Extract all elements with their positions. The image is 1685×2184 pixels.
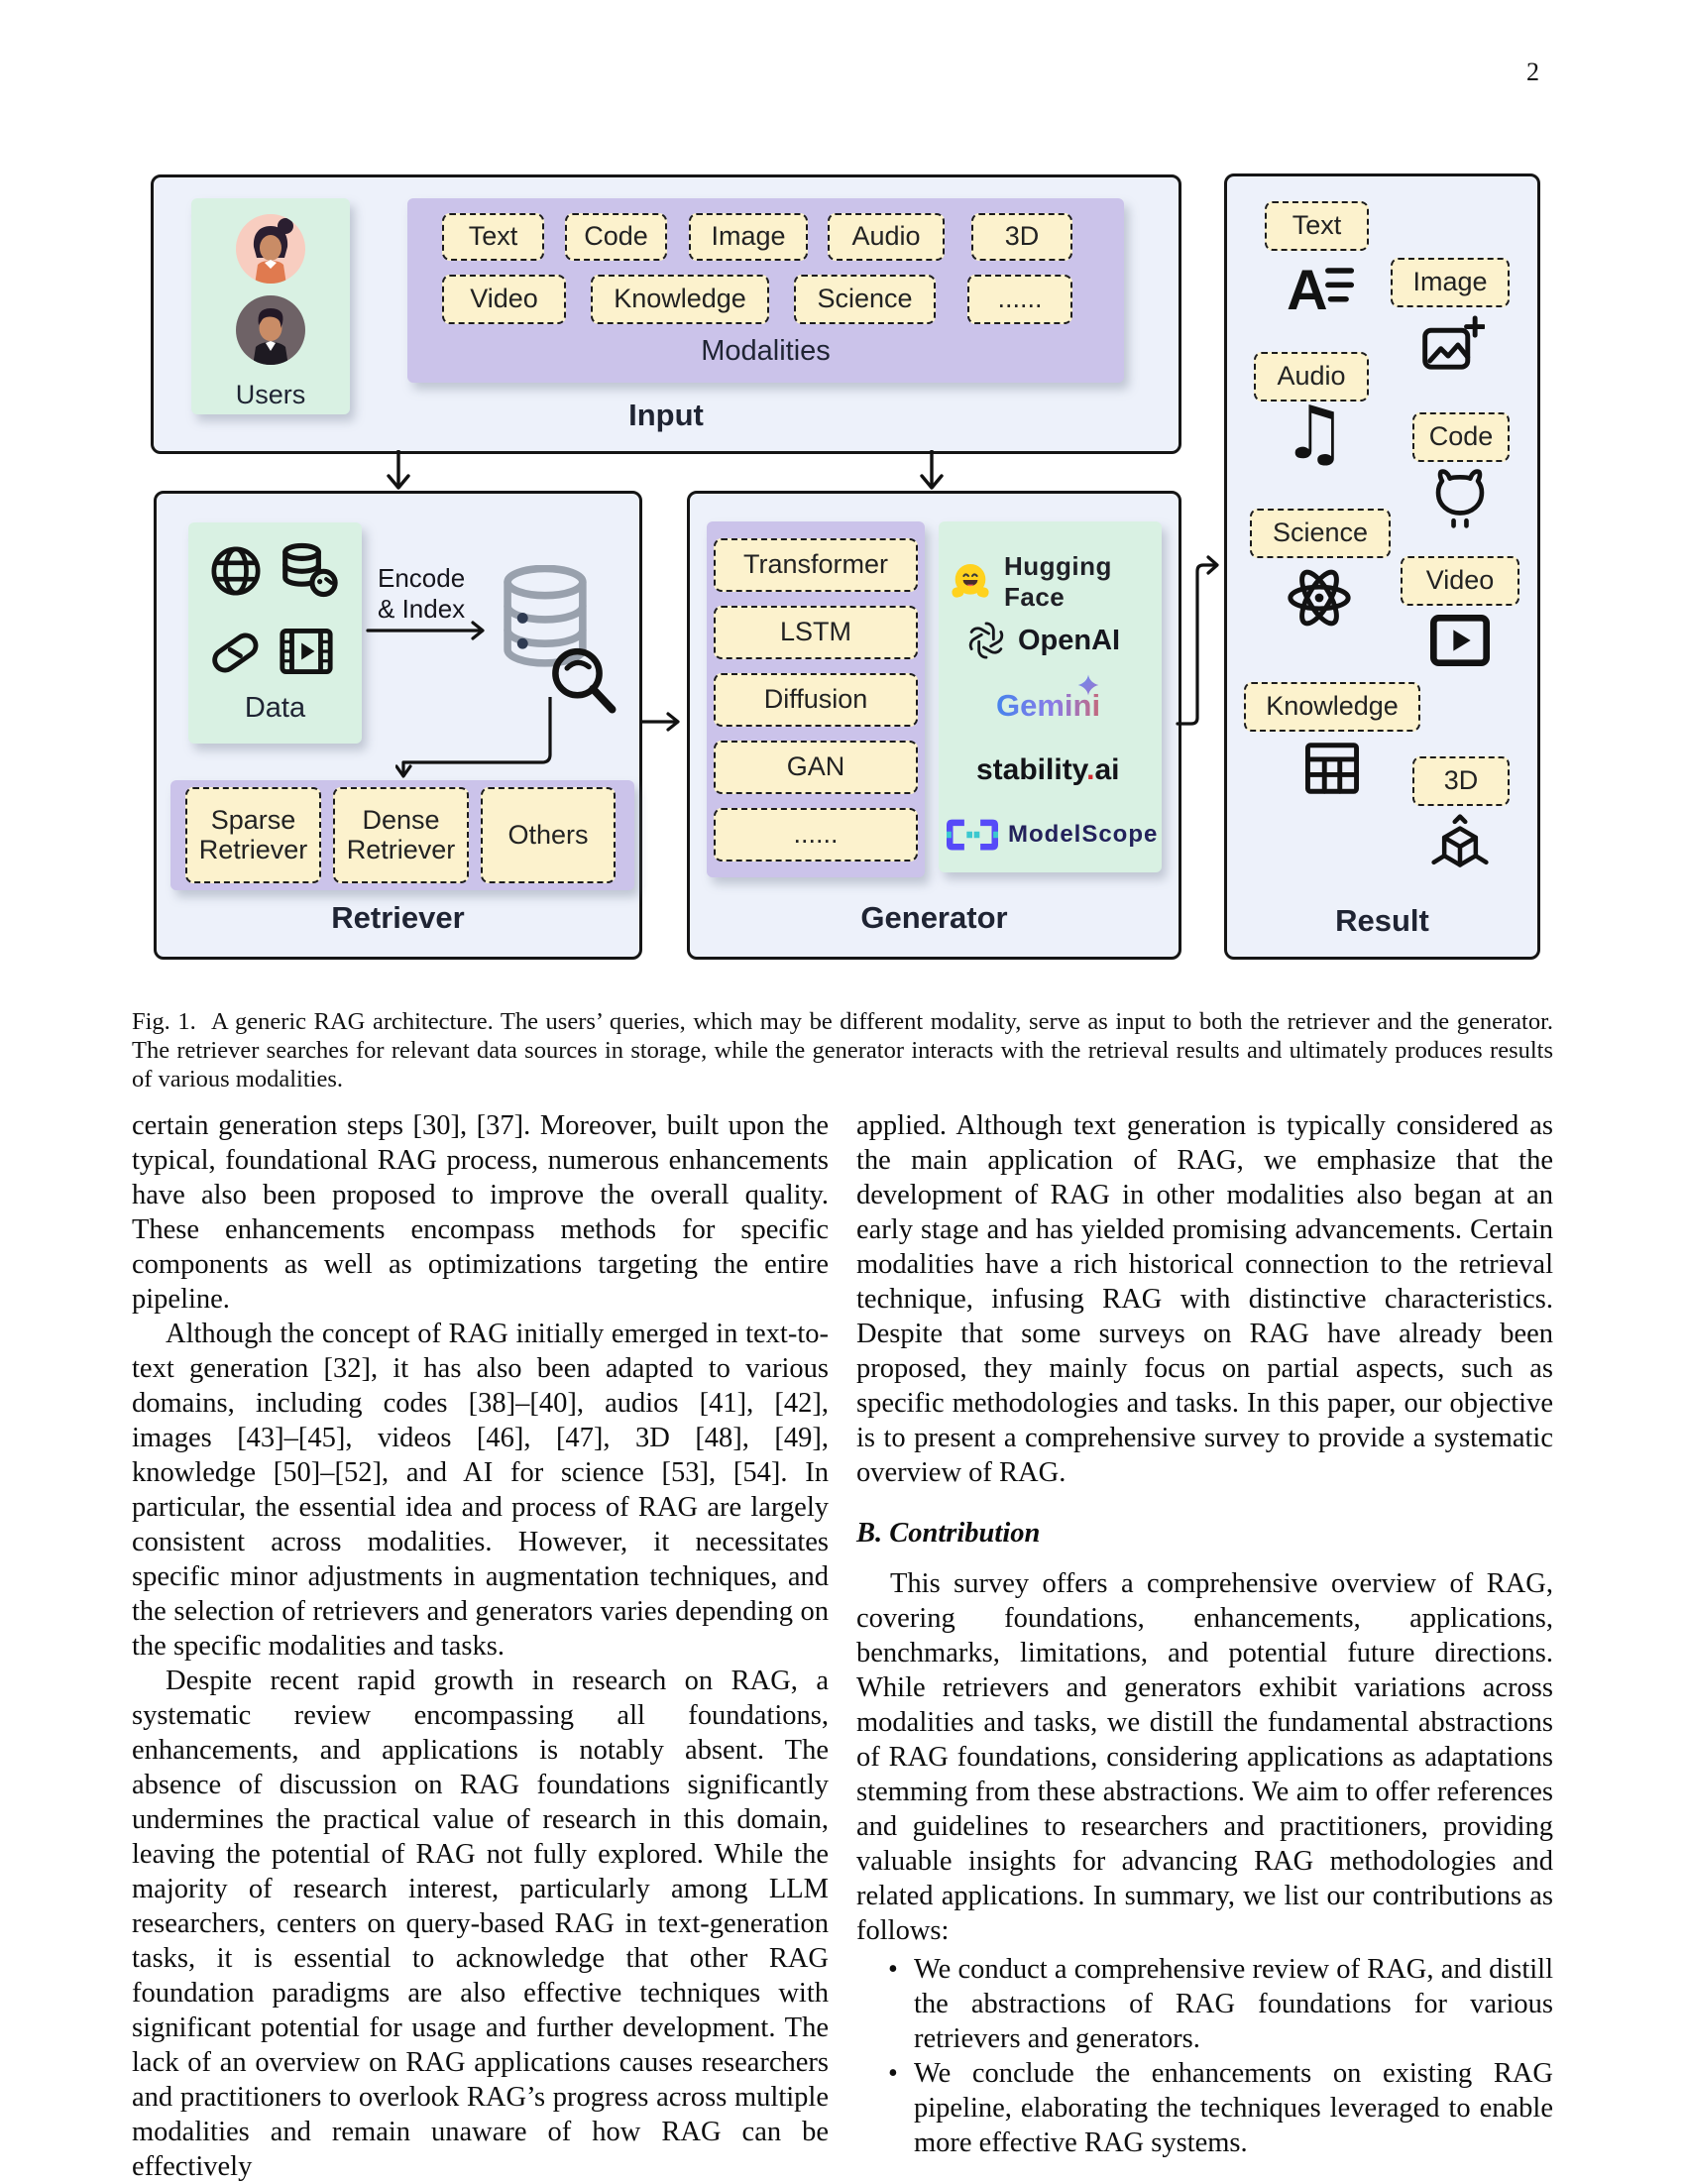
users-panel: Users: [191, 198, 350, 414]
modality-chip-science: Science: [794, 275, 936, 324]
chip-diffusion: Diffusion: [714, 673, 918, 727]
table-icon: [1301, 739, 1363, 798]
users-label: Users: [235, 380, 306, 409]
avatar-woman-icon: [235, 213, 306, 285]
modelscope-icon: [947, 819, 998, 851]
input-title: Input: [628, 398, 704, 432]
huggingface-logo: Hugging Face: [947, 551, 1162, 613]
generator-models-panel: Transformer LSTM Diffusion GAN ......: [707, 521, 925, 877]
result-chip-knowledge: Knowledge: [1244, 682, 1420, 732]
openai-icon: [964, 619, 1008, 662]
result-chip-3d: 3D: [1412, 756, 1510, 806]
result-chip-audio: Audio: [1254, 352, 1369, 402]
modality-chip-video: Video: [442, 275, 566, 324]
arrow-input-to-generator: [914, 450, 950, 492]
image-plus-icon: [1421, 314, 1485, 376]
encode-line1: Encode: [378, 563, 466, 593]
figure-caption-label: Fig. 1.: [132, 1008, 196, 1035]
chip-lstm: LSTM: [714, 606, 918, 659]
film-icon: [278, 626, 335, 677]
result-chip-code: Code: [1412, 412, 1510, 462]
openai-logo: OpenAI: [964, 619, 1120, 662]
result-chip-video: Video: [1401, 556, 1519, 606]
gemini-logo: Gemini: [996, 674, 1101, 724]
section-heading-contribution: B. Contribution: [856, 1518, 1041, 1549]
database-face-icon: [278, 541, 339, 599]
chip-transformer: Transformer: [714, 538, 918, 592]
modality-chip-audio: Audio: [828, 213, 945, 261]
generator-title: Generator: [860, 900, 1008, 935]
music-note-icon: ♫: [1282, 391, 1348, 476]
modality-chip-3d: 3D: [971, 213, 1072, 261]
stability-dot: .: [1086, 753, 1095, 786]
modality-chip-code: Code: [565, 213, 667, 261]
gemini-label: Gemini: [996, 688, 1101, 723]
stability-logo: stability.ai: [976, 753, 1120, 787]
github-icon: [1428, 467, 1492, 528]
result-chip-science: Science: [1250, 509, 1391, 558]
generator-providers-panel: Hugging Face OpenAI Gemini: [939, 521, 1162, 872]
modality-chip-image: Image: [689, 213, 808, 261]
chip-dense-retriever: Dense Retriever: [333, 787, 469, 883]
page-number: 2: [1526, 57, 1539, 86]
encode-index-label: Encode & Index: [378, 563, 487, 625]
list-item: We conclude the enhancements on existing…: [856, 2056, 1553, 2160]
text-lines-icon: A: [1287, 258, 1354, 317]
generator-box: Transformer LSTM Diffusion GAN ...... Hu…: [687, 491, 1181, 960]
gemini-star-icon: [1077, 674, 1099, 696]
result-chip-text: Text: [1265, 201, 1369, 251]
modality-chip-knowledge: Knowledge: [591, 275, 769, 324]
retriever-chips-panel: Sparse Retriever Dense Retriever Others: [170, 780, 634, 890]
svg-text:A: A: [1287, 259, 1327, 317]
left-column: certain generation steps [30], [37]. Mor…: [132, 1108, 829, 2184]
result-box: Text A Image Audio ♫ Code Science Video: [1224, 173, 1540, 960]
paragraph: Although the concept of RAG initially em…: [132, 1319, 829, 1662]
figure-caption: Fig. 1. A generic RAG architecture. The …: [132, 1007, 1553, 1093]
atom-icon: [1285, 563, 1354, 632]
arrow-input-to-retriever: [381, 450, 416, 492]
figure-caption-text: A generic RAG architecture. The users’ q…: [132, 1008, 1553, 1092]
contribution-list: We conduct a comprehensive review of RAG…: [856, 1952, 1553, 2160]
data-label: Data: [244, 692, 306, 724]
avatar-man-icon: [235, 294, 306, 366]
data-panel: Data: [188, 522, 362, 744]
modality-chip-text: Text: [442, 213, 544, 261]
paragraph: This survey offers a comprehensive overv…: [856, 1568, 1553, 1946]
arrow-storage-to-retrievers: [395, 697, 564, 784]
modality-chip-more: ......: [967, 275, 1072, 324]
chip-others: Others: [481, 787, 616, 883]
result-title: Result: [1335, 903, 1429, 938]
modalities-panel: Text Code Image Audio 3D Video Knowledge…: [407, 198, 1124, 383]
paragraph: Despite recent rapid growth in research …: [132, 1666, 829, 2182]
cube-3d-icon: [1428, 814, 1492, 879]
stability-label: stability.ai: [976, 753, 1120, 787]
encode-line2: & Index: [378, 594, 466, 625]
chip-models-more: ......: [714, 808, 918, 862]
stability-word: stability: [976, 753, 1087, 786]
modelscope-label: ModelScope: [1008, 821, 1159, 848]
retriever-title: Retriever: [331, 900, 465, 935]
paragraph: certain generation steps [30], [37]. Mor…: [132, 1110, 829, 1315]
input-box: Users Text Code Image Audio 3D Video Kno…: [151, 174, 1181, 454]
right-column: applied. Although text generation is typ…: [856, 1108, 1553, 2160]
stability-ai: ai: [1094, 753, 1120, 786]
pill-icon: [206, 624, 264, 681]
modalities-label: Modalities: [701, 335, 831, 367]
chip-gan: GAN: [714, 741, 918, 794]
arrow-encode-index: [366, 620, 491, 641]
result-chip-image: Image: [1391, 258, 1510, 307]
chip-sparse-retriever: Sparse Retriever: [185, 787, 321, 883]
video-play-icon: [1428, 613, 1492, 668]
paragraph: applied. Although text generation is typ…: [856, 1110, 1553, 1488]
arrow-generator-to-result: [1176, 551, 1225, 732]
list-item: We conduct a comprehensive review of RAG…: [856, 1952, 1553, 2056]
arrow-retriever-to-generator: [640, 710, 686, 734]
openai-label: OpenAI: [1018, 624, 1121, 656]
huggingface-label: Hugging Face: [1004, 551, 1112, 612]
huggingface-icon: [947, 558, 994, 606]
globe-icon: [208, 543, 264, 599]
modelscope-logo: ModelScope: [947, 819, 1158, 851]
retriever-box: Data Encode & Index: [154, 491, 642, 960]
magnifier-icon: [546, 642, 621, 720]
